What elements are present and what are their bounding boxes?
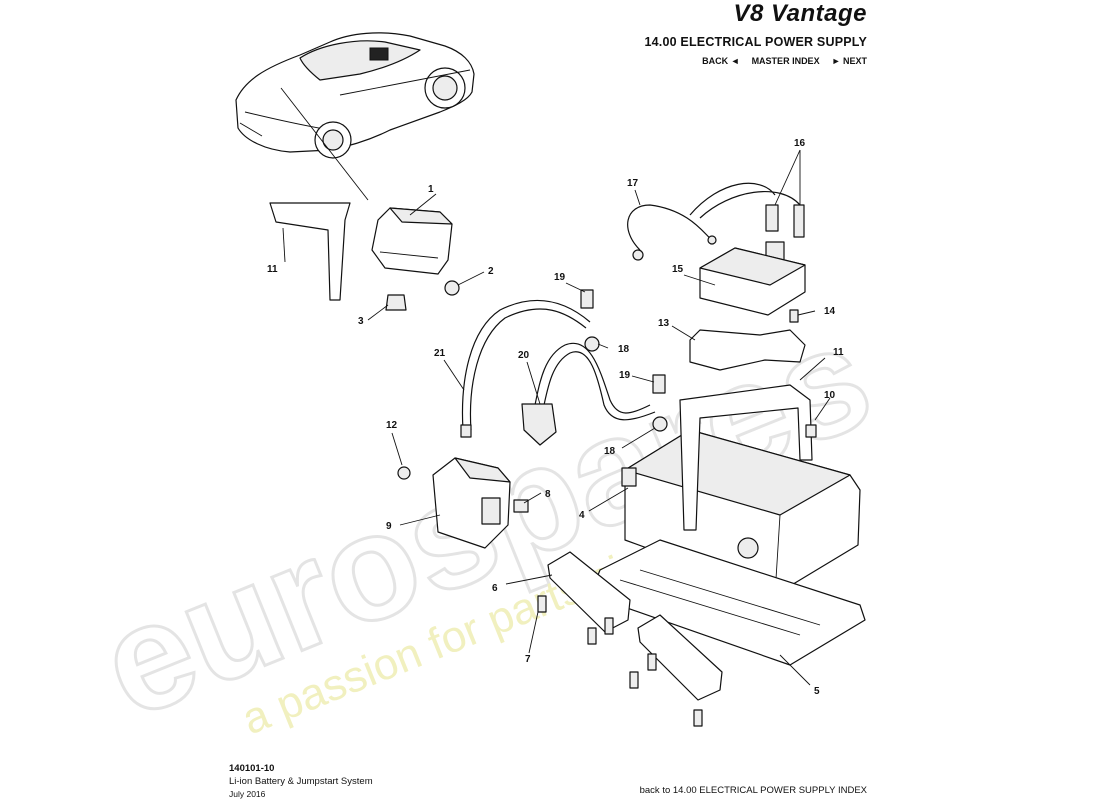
callout-16: 16 [794, 138, 806, 149]
part-6-rails [547, 551, 723, 701]
callout-12: 12 [386, 420, 398, 431]
callout-19-lower: 19 [619, 370, 631, 381]
callout-3: 3 [358, 316, 364, 327]
callout-4: 4 [579, 510, 585, 521]
callout-11-strap: 11 [833, 347, 844, 358]
callout-2: 2 [488, 266, 494, 277]
callout-20: 20 [518, 350, 530, 361]
callout-6: 6 [492, 583, 498, 594]
part-11-strap [679, 384, 813, 531]
callout-9: 9 [386, 521, 392, 532]
callout-10: 10 [824, 390, 836, 401]
callout-17: 17 [627, 178, 639, 189]
callout-labels: 1 2 3 4 5 6 7 8 9 10 11 11 12 13 14 15 1… [267, 138, 844, 697]
part-17-ground-wire [627, 204, 717, 261]
part-13-bracket [689, 329, 806, 371]
part-7-screws [537, 595, 703, 727]
callout-18-upper: 18 [618, 344, 630, 355]
car-illustration [235, 32, 475, 201]
callout-14: 14 [824, 306, 836, 317]
callout-21: 21 [434, 348, 446, 359]
section-title: 14.00 ELECTRICAL POWER SUPPLY [644, 35, 867, 49]
callout-11-bracket: 11 [267, 264, 278, 275]
part-10-screw [805, 424, 817, 438]
part-1-fuse-box [269, 202, 453, 301]
callout-18-lower: 18 [604, 446, 616, 457]
callout-1: 1 [428, 184, 434, 195]
diagram-title: Li-ion Battery & Jumpstart System [229, 776, 373, 787]
part-9-jumpstart-module [432, 457, 511, 549]
diagram-date: July 2016 [229, 789, 266, 799]
callout-15: 15 [672, 264, 684, 275]
callout-5: 5 [814, 686, 820, 697]
part-12-bolt [397, 466, 411, 480]
callout-7: 7 [525, 654, 531, 665]
part-3-grommet [385, 294, 407, 311]
back-to-index-link[interactable]: back to 14.00 ELECTRICAL POWER SUPPLY IN… [639, 785, 867, 796]
master-index-link[interactable]: MASTER INDEX [751, 56, 820, 66]
callout-13: 13 [658, 318, 670, 329]
nav-links: BACK ◄ MASTER INDEX ► NEXT [702, 56, 867, 66]
leader-lines [282, 149, 831, 686]
next-link[interactable]: ► NEXT [831, 56, 867, 66]
part-19-bolts [580, 289, 666, 394]
part-21-cable [460, 299, 591, 438]
part-15-control-module [699, 247, 806, 316]
brand-title: V8 Vantage [733, 0, 867, 27]
diagram-code: 140101-10 [229, 763, 275, 774]
callout-8: 8 [545, 489, 551, 500]
back-link[interactable]: BACK ◄ [702, 56, 740, 66]
part-2-nut [444, 280, 460, 296]
part-18-nuts [584, 336, 668, 432]
diagram-info: 140101-10 Li-ion Battery & Jumpstart Sys… [229, 762, 373, 801]
callout-19-upper: 19 [554, 272, 566, 283]
part-20-cable [521, 342, 656, 446]
part-14-screw [789, 309, 799, 323]
